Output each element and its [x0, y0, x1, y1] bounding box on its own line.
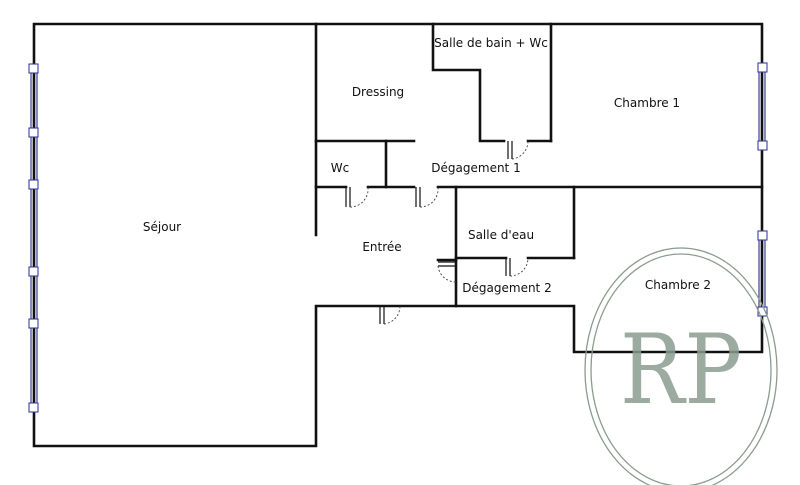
room-label-salle-bain: Salle de bain + Wc: [434, 36, 548, 50]
door-degagement1: [415, 186, 439, 208]
door-salle-bain: [507, 140, 529, 160]
room-label-degagement1: Dégagement 1: [431, 161, 520, 175]
window-sejour: [28, 63, 39, 413]
room-label-entree: Entrée: [362, 240, 401, 254]
doors: [345, 140, 529, 325]
room-label-dressing: Dressing: [352, 85, 404, 99]
room-label-degagement2: Dégagement 2: [462, 281, 551, 295]
room-label-sejour: Séjour: [143, 220, 181, 234]
room-label-chambre1: Chambre 1: [614, 96, 680, 110]
rp-logo-watermark: RP: [584, 247, 778, 485]
room-labels: Séjour Dressing Salle de bain + Wc Chamb…: [143, 36, 711, 295]
room-label-wc: Wc: [331, 161, 349, 175]
door-salle-eau: [505, 257, 529, 277]
door-wc: [345, 186, 369, 208]
wall-salle-bain: [431, 22, 506, 143]
door-entree: [379, 305, 401, 325]
door-degagement2: [437, 261, 457, 283]
room-label-chambre2: Chambre 2: [645, 278, 711, 292]
outer-wall: [32, 22, 764, 448]
window-chambre1: [757, 62, 768, 151]
windows: [28, 62, 768, 413]
walls: [32, 22, 764, 448]
watermark-letters: RP: [620, 314, 742, 426]
room-label-salle-eau: Salle d'eau: [468, 228, 534, 242]
